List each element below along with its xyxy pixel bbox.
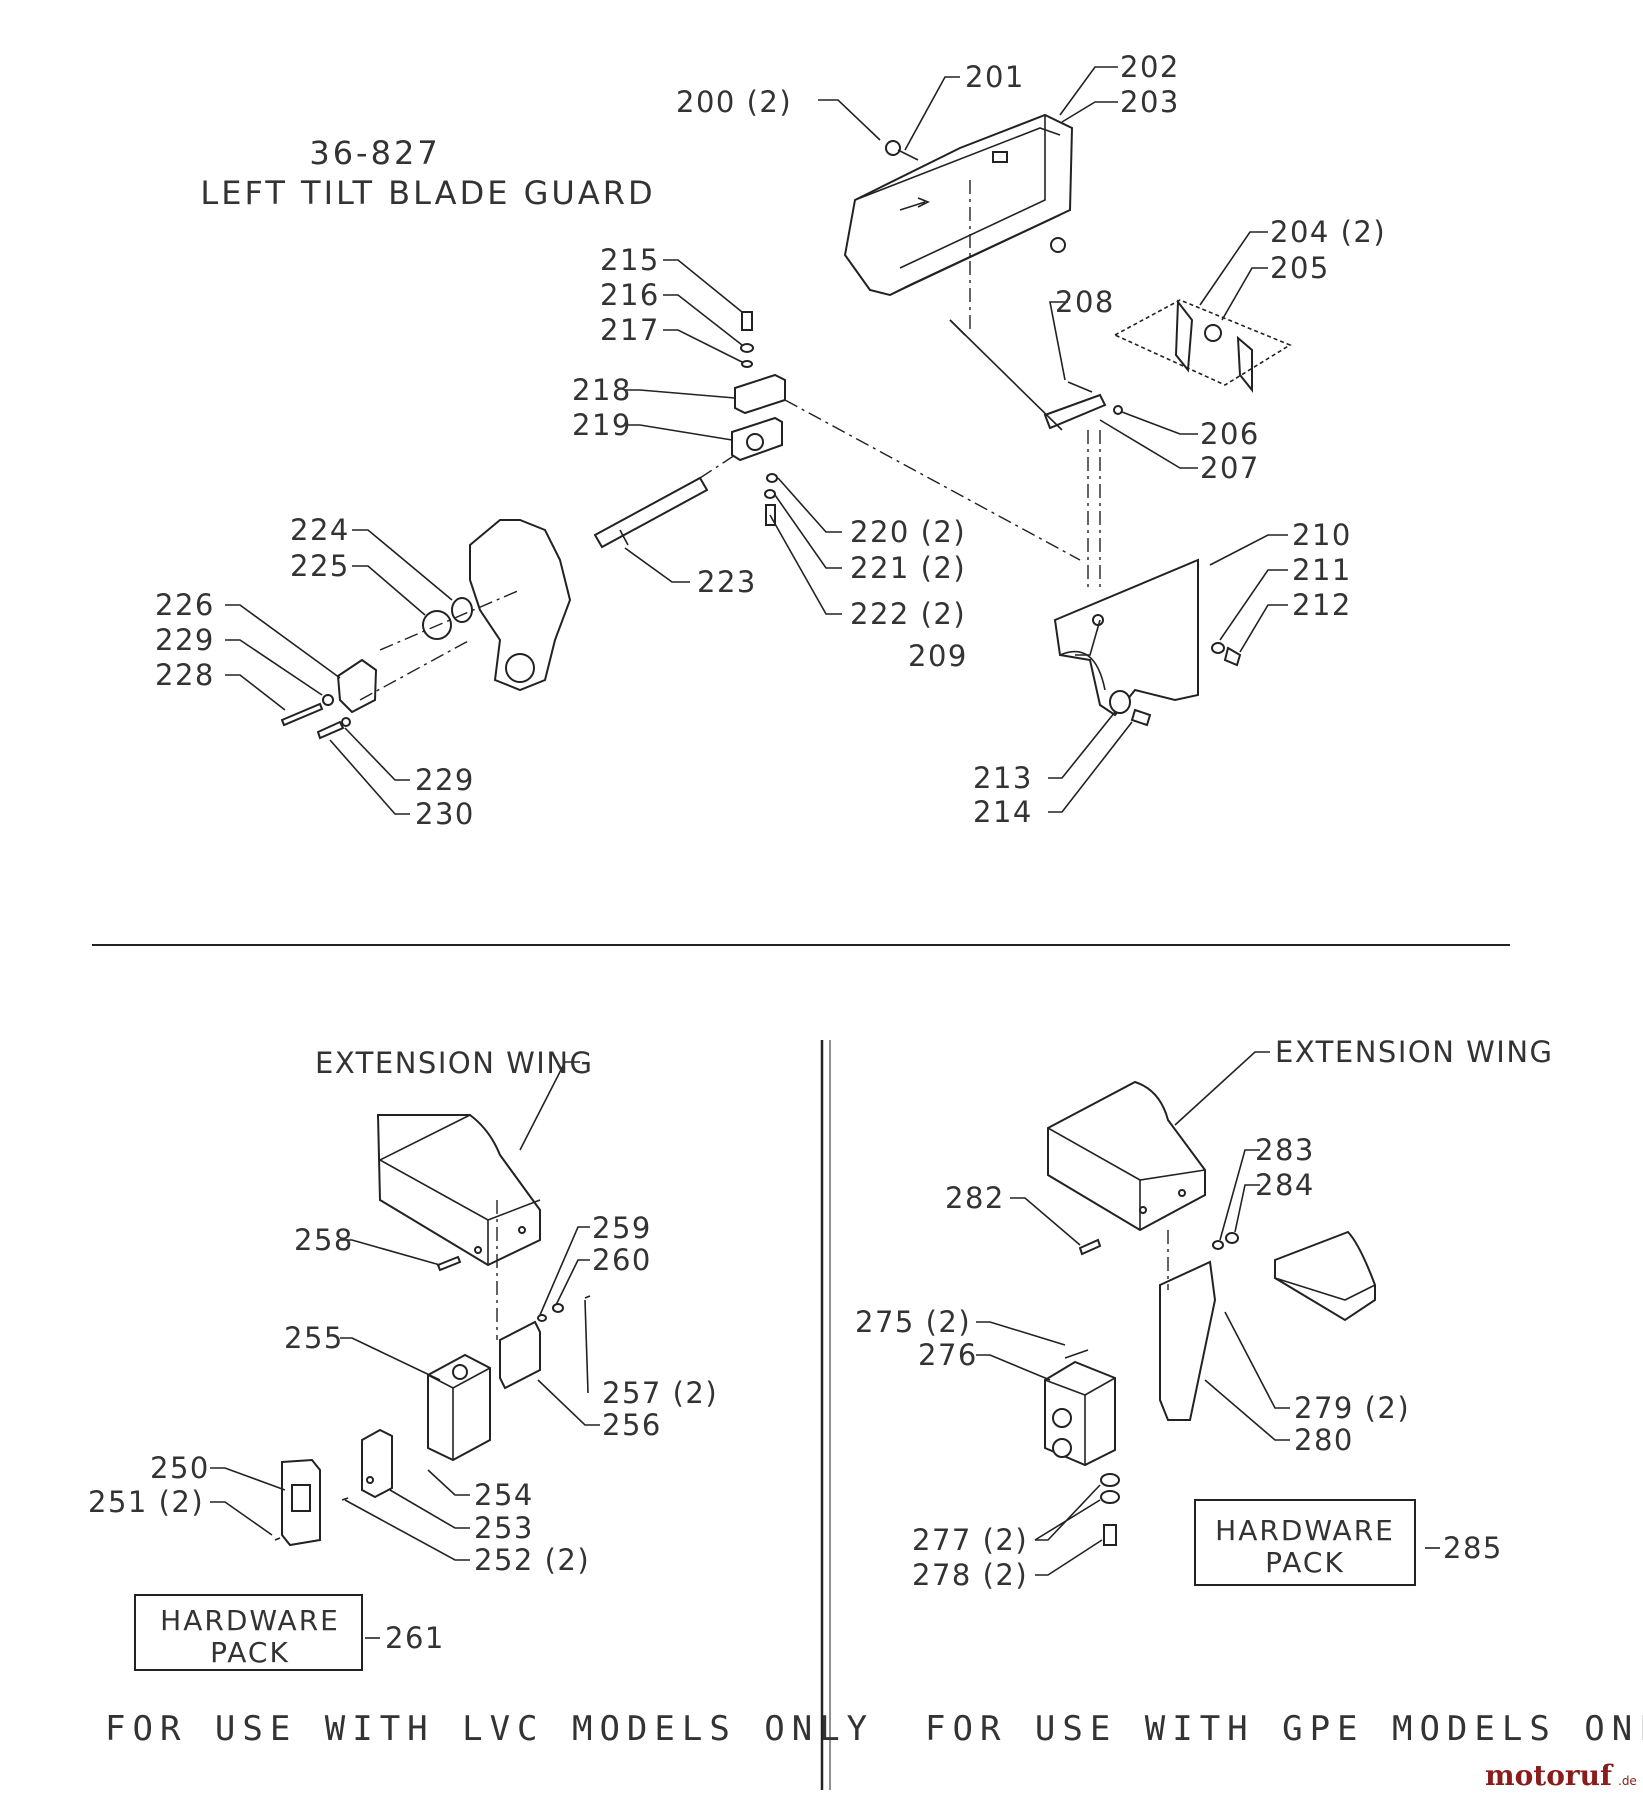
switch-bracket bbox=[499, 1320, 541, 1390]
lvc-hardware-pack: HARDWARE PACK bbox=[134, 1594, 363, 1671]
lvc-leader-lines bbox=[210, 1061, 600, 1639]
callout-257: 257 (2) bbox=[602, 1376, 718, 1410]
watermark-brand: motoruf bbox=[1485, 1759, 1614, 1792]
top-callouts: 200 (2) 201 202 203 204 (2) 205 206 207 … bbox=[155, 50, 1386, 831]
gpe-callouts: EXTENSION WING 283 284 282 275 (2) 276 2… bbox=[855, 1035, 1554, 1592]
anti-kickback-pawl bbox=[1174, 299, 1194, 373]
callout-277: 277 (2) bbox=[912, 1523, 1028, 1557]
callout-212: 212 bbox=[1292, 588, 1352, 622]
callout-217: 217 bbox=[600, 313, 660, 347]
callout-223: 223 bbox=[697, 565, 757, 599]
callout-210: 210 bbox=[1292, 518, 1352, 552]
callout-253: 253 bbox=[474, 1511, 534, 1545]
callout-201: 201 bbox=[965, 60, 1025, 94]
watermark-logo: motoruf .de bbox=[1485, 1759, 1637, 1792]
callout-285: 285 bbox=[1443, 1531, 1503, 1565]
switch-box bbox=[427, 1353, 491, 1462]
callout-284: 284 bbox=[1255, 1168, 1315, 1202]
callout-252: 252 (2) bbox=[474, 1543, 590, 1577]
callout-226: 226 bbox=[155, 588, 215, 622]
callout-276: 276 bbox=[918, 1338, 978, 1372]
mounting-plate bbox=[336, 658, 378, 714]
callout-230: 230 bbox=[415, 797, 475, 831]
callout-256: 256 bbox=[602, 1408, 662, 1442]
callout-229: 229 bbox=[155, 623, 215, 657]
callout-216: 216 bbox=[600, 278, 660, 312]
callout-255: 255 bbox=[284, 1321, 344, 1355]
hardware-pack-line1: HARDWARE bbox=[1215, 1514, 1395, 1547]
callout-280: 280 bbox=[1294, 1423, 1354, 1457]
diagram-title: LEFT TILT BLADE GUARD bbox=[200, 174, 655, 212]
callout-221: 221 (2) bbox=[850, 551, 966, 585]
model-number: 36-827 bbox=[309, 134, 440, 172]
hardware-pack-line1: HARDWARE bbox=[160, 1604, 340, 1637]
callout-203: 203 bbox=[1120, 85, 1180, 119]
gpe-switch-assembly bbox=[1044, 1080, 1376, 1546]
anti-kickback-pawl bbox=[1236, 335, 1253, 393]
callout-218: 218 bbox=[572, 373, 632, 407]
callout-254: 254 bbox=[474, 1478, 534, 1512]
callout-224: 224 bbox=[290, 513, 350, 547]
extension-wing-label: EXTENSION WING bbox=[1275, 1035, 1554, 1069]
blade-guard-assembly bbox=[784, 113, 1292, 727]
support-rod bbox=[593, 476, 709, 549]
callout-251: 251 (2) bbox=[88, 1485, 204, 1519]
callout-214: 214 bbox=[973, 795, 1033, 829]
hardware-pack-line2: PACK bbox=[210, 1636, 290, 1669]
hardware-pack-line2: PACK bbox=[1265, 1546, 1345, 1579]
callout-208: 208 bbox=[1055, 285, 1115, 319]
callout-258: 258 bbox=[294, 1223, 354, 1257]
callout-250: 250 bbox=[150, 1451, 210, 1485]
support-block bbox=[734, 373, 786, 415]
top-leader-lines bbox=[225, 66, 1288, 815]
callout-206: 206 bbox=[1200, 417, 1260, 451]
gpe-leader-lines bbox=[976, 1051, 1440, 1576]
gpe-hardware-pack: HARDWARE PACK bbox=[1194, 1499, 1416, 1586]
callout-278: 278 (2) bbox=[912, 1558, 1028, 1592]
callout-209: 209 bbox=[908, 639, 968, 673]
callout-222: 222 (2) bbox=[850, 597, 966, 631]
blade-guard-cover bbox=[843, 113, 1074, 297]
callout-215: 215 bbox=[600, 243, 660, 277]
lvc-switch-assembly bbox=[274, 1114, 591, 1547]
callout-205: 205 bbox=[1270, 251, 1330, 285]
rod-and-bracket-assembly bbox=[280, 311, 786, 740]
trunnion-bracket bbox=[469, 519, 572, 692]
lvc-callouts: EXTENSION WING 258 259 260 255 257 (2) 2… bbox=[88, 1046, 718, 1655]
pawl-bracket bbox=[1043, 393, 1107, 430]
extension-wing bbox=[1047, 1080, 1206, 1232]
splitter bbox=[1053, 558, 1199, 717]
extension-wing bbox=[376, 1114, 541, 1267]
callout-204: 204 (2) bbox=[1270, 215, 1386, 249]
callout-200: 200 (2) bbox=[676, 85, 792, 119]
callout-260: 260 bbox=[592, 1243, 652, 1277]
callout-225: 225 bbox=[290, 549, 350, 583]
lvc-footer: FOR USE WITH LVC MODELS ONLY bbox=[105, 1709, 874, 1749]
callout-207: 207 bbox=[1200, 451, 1260, 485]
callout-275: 275 (2) bbox=[855, 1305, 971, 1339]
callout-261: 261 bbox=[385, 1621, 445, 1655]
callout-211: 211 bbox=[1292, 553, 1352, 587]
callout-229-lower: 229 bbox=[415, 763, 475, 797]
callout-283: 283 bbox=[1255, 1133, 1315, 1167]
gpe-footer: FOR USE WITH GPE MODELS ONLY bbox=[925, 1709, 1643, 1749]
callout-228: 228 bbox=[155, 658, 215, 692]
callout-213: 213 bbox=[973, 761, 1033, 795]
callout-282: 282 bbox=[945, 1181, 1005, 1215]
callout-259: 259 bbox=[592, 1211, 652, 1245]
callout-202: 202 bbox=[1120, 50, 1180, 84]
switch bbox=[361, 1428, 393, 1499]
watermark-domain: .de bbox=[1618, 1774, 1637, 1788]
switch-bracket bbox=[1159, 1260, 1217, 1421]
callout-219: 219 bbox=[572, 408, 632, 442]
callout-279: 279 (2) bbox=[1294, 1391, 1410, 1425]
callout-220: 220 (2) bbox=[850, 515, 966, 549]
extension-wing-label: EXTENSION WING bbox=[315, 1046, 594, 1080]
